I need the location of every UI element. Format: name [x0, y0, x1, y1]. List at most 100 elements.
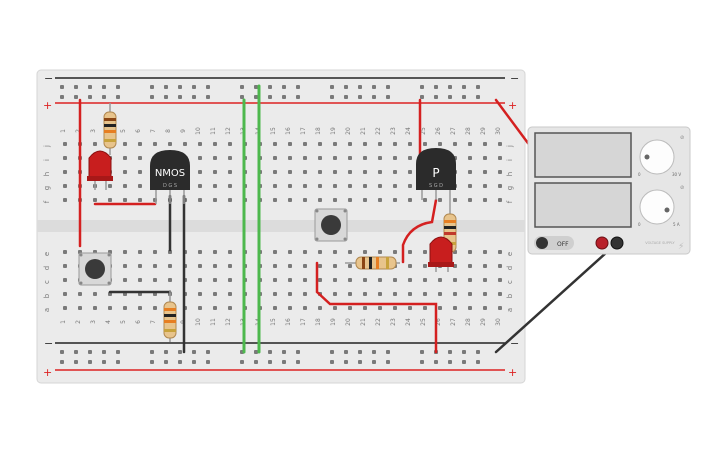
hole[interactable] [192, 95, 196, 99]
hole[interactable] [168, 250, 172, 254]
hole[interactable] [198, 170, 202, 174]
hole[interactable] [476, 360, 480, 364]
hole[interactable] [268, 95, 272, 99]
hole[interactable] [498, 278, 502, 282]
hole[interactable] [288, 278, 292, 282]
hole[interactable] [228, 156, 232, 160]
hole[interactable] [348, 292, 352, 296]
hole[interactable] [348, 198, 352, 202]
hole[interactable] [240, 95, 244, 99]
hole[interactable] [273, 170, 277, 174]
hole[interactable] [273, 278, 277, 282]
hole[interactable] [333, 142, 337, 146]
hole[interactable] [483, 250, 487, 254]
hole[interactable] [498, 184, 502, 188]
terminal-negative[interactable] [610, 236, 624, 250]
hole[interactable] [183, 142, 187, 146]
hole[interactable] [378, 250, 382, 254]
hole[interactable] [153, 278, 157, 282]
hole[interactable] [420, 85, 424, 89]
hole[interactable] [363, 278, 367, 282]
hole[interactable] [123, 184, 127, 188]
hole[interactable] [138, 264, 142, 268]
hole[interactable] [138, 184, 142, 188]
hole[interactable] [468, 184, 472, 188]
hole[interactable] [498, 170, 502, 174]
hole[interactable] [408, 250, 412, 254]
hole[interactable] [150, 95, 154, 99]
hole[interactable] [273, 250, 277, 254]
hole[interactable] [74, 85, 78, 89]
hole[interactable] [168, 142, 172, 146]
hole[interactable] [138, 278, 142, 282]
hole[interactable] [468, 292, 472, 296]
hole[interactable] [498, 264, 502, 268]
hole[interactable] [273, 184, 277, 188]
hole[interactable] [123, 170, 127, 174]
hole[interactable] [468, 264, 472, 268]
hole[interactable] [423, 306, 427, 310]
hole[interactable] [393, 170, 397, 174]
hole[interactable] [273, 292, 277, 296]
hole[interactable] [462, 95, 466, 99]
hole[interactable] [498, 306, 502, 310]
hole[interactable] [88, 360, 92, 364]
hole[interactable] [198, 250, 202, 254]
hole[interactable] [363, 184, 367, 188]
hole[interactable] [288, 306, 292, 310]
hole[interactable] [303, 250, 307, 254]
hole[interactable] [498, 250, 502, 254]
hole[interactable] [438, 142, 442, 146]
hole[interactable] [93, 306, 97, 310]
hole[interactable] [462, 350, 466, 354]
hole[interactable] [386, 95, 390, 99]
hole[interactable] [164, 360, 168, 364]
hole[interactable] [198, 306, 202, 310]
hole[interactable] [213, 292, 217, 296]
hole[interactable] [423, 142, 427, 146]
hole[interactable] [378, 170, 382, 174]
hole[interactable] [93, 142, 97, 146]
hole[interactable] [240, 85, 244, 89]
hole[interactable] [330, 350, 334, 354]
hole[interactable] [63, 198, 67, 202]
hole[interactable] [333, 264, 337, 268]
hole[interactable] [228, 264, 232, 268]
hole[interactable] [93, 292, 97, 296]
hole[interactable] [438, 292, 442, 296]
hole[interactable] [178, 95, 182, 99]
hole[interactable] [303, 264, 307, 268]
hole[interactable] [228, 306, 232, 310]
voltage-knob[interactable]: 0 30 V ⊘ [638, 135, 684, 177]
hole[interactable] [123, 264, 127, 268]
hole[interactable] [63, 250, 67, 254]
hole[interactable] [453, 306, 457, 310]
hole[interactable] [213, 264, 217, 268]
hole[interactable] [296, 360, 300, 364]
hole[interactable] [138, 142, 142, 146]
hole[interactable] [348, 306, 352, 310]
hole[interactable] [178, 85, 182, 89]
hole[interactable] [138, 198, 142, 202]
hole[interactable] [423, 278, 427, 282]
hole[interactable] [288, 170, 292, 174]
hole[interactable] [123, 156, 127, 160]
hole[interactable] [468, 250, 472, 254]
hole[interactable] [102, 95, 106, 99]
hole[interactable] [123, 198, 127, 202]
hole[interactable] [213, 156, 217, 160]
hole[interactable] [462, 85, 466, 89]
hole[interactable] [453, 278, 457, 282]
hole[interactable] [318, 250, 322, 254]
hole[interactable] [288, 264, 292, 268]
hole[interactable] [138, 170, 142, 174]
hole[interactable] [288, 250, 292, 254]
hole[interactable] [408, 184, 412, 188]
power-supply[interactable]: 0 30 V ⊘ 0 5 A ⊘ OFF VOLTAGE SUPPLY ⚡ [527, 126, 691, 255]
hole[interactable] [213, 170, 217, 174]
hole[interactable] [282, 85, 286, 89]
hole[interactable] [153, 264, 157, 268]
hole[interactable] [228, 278, 232, 282]
hole[interactable] [273, 198, 277, 202]
hole[interactable] [206, 85, 210, 89]
